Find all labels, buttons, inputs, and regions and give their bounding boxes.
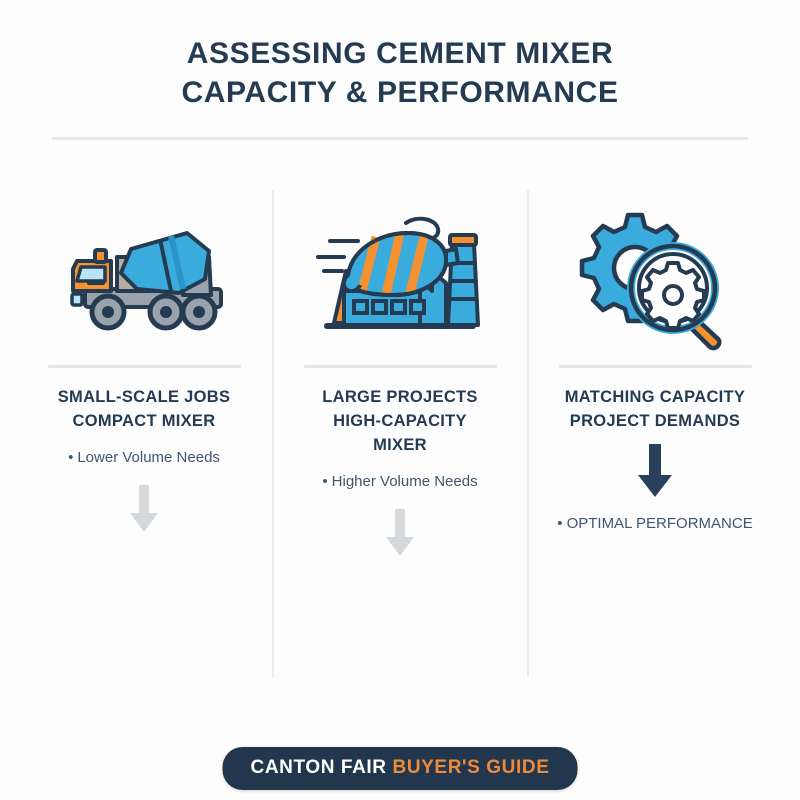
column-3-bullet: •OPTIMAL PERFORMANCE [530,513,780,535]
column-matching-capacity: MATCHING CAPACITY PROJECT DEMANDS •OPTIM… [530,190,780,535]
down-arrow-navy-icon [638,444,672,497]
cement-mixer-truck-icon [19,190,269,365]
footer-brand-badge: CANTON FAIR BUYER'S GUIDE [222,747,578,790]
gear-magnifier-icon [530,190,780,365]
column-2-heading-line-1: LARGE PROJECTS [322,388,478,406]
column-small-scale-jobs: SMALL-SCALE JOBS COMPACT MIXER •Lower Vo… [19,190,269,535]
column-1-heading-line-1: SMALL-SCALE JOBS [57,388,231,406]
page-title-line-1: ASSESSING CEMENT MIXER [186,37,614,70]
column-1-arrow-wrap [19,483,269,535]
page-header: ASSESSING CEMENT MIXER CAPACITY & PERFOR… [0,34,800,112]
down-arrow-gray-icon [130,485,158,532]
column-3-bullet-text: OPTIMAL PERFORMANCE [566,515,753,532]
column-1-heading-line-2: COMPACT MIXER [72,412,216,430]
down-arrow-gray-icon [386,509,414,556]
column-2-arrow-wrap [275,507,525,559]
column-divider-2 [527,190,529,677]
column-3-rule [558,365,752,368]
column-2-bullet: •Higher Volume Needs [275,471,525,493]
column-1-bullet: •Lower Volume Needs [19,447,269,469]
page-title-line-2: CAPACITY & PERFORMANCE [181,76,619,109]
column-3-arrow-wrap [530,441,780,501]
footer-brand: CANTON FAIR [250,757,387,778]
cement-plant-mixer-icon [275,190,525,365]
column-3-heading-line-2: PROJECT DEMANDS [569,412,741,430]
column-1-bullet-text: Lower Volume Needs [77,449,220,466]
column-divider-1 [272,190,274,677]
column-3-heading-line-1: MATCHING CAPACITY [564,388,746,406]
footer-brand-highlight: BUYER'S GUIDE [392,757,550,778]
bullet-dot: • [68,449,74,466]
column-large-projects: LARGE PROJECTS HIGH-CAPACITY MIXER •High… [275,190,525,559]
column-2-heading-line-2: HIGH-CAPACITY [333,412,467,430]
header-divider [52,137,748,140]
column-1-rule [47,365,241,368]
column-2-bullet-text: Higher Volume Needs [331,473,478,490]
bullet-dot: • [322,473,328,490]
bullet-dot: • [557,515,563,532]
column-2-heading-line-3: MIXER [373,436,427,454]
column-2-rule [303,365,497,368]
